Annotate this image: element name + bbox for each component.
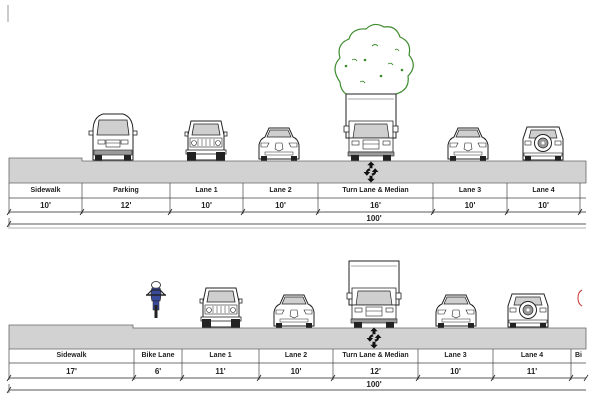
dimension-tick xyxy=(583,374,589,382)
segment-label: Lane 1 xyxy=(195,187,217,194)
dimension-tick xyxy=(490,374,496,382)
dimension-tick xyxy=(179,374,185,382)
segment-label: Lane 1 xyxy=(209,352,231,359)
section-bottom: Sidewalk 17' Bike Lane 6' Lane 1 11' Lane 2 10'… xyxy=(6,260,589,394)
sedan-icon xyxy=(258,127,300,162)
segment-label: Lane 3 xyxy=(459,187,481,194)
suv-icon xyxy=(507,293,549,329)
segment-width: 10' xyxy=(275,201,286,210)
dimension-tick xyxy=(315,208,321,216)
segment-width: 11' xyxy=(527,367,537,376)
segment-label: Turn Lane & Median xyxy=(342,187,408,194)
segment-width: 10' xyxy=(201,201,212,210)
segment-width: 10' xyxy=(291,367,302,376)
dimension-tick xyxy=(504,208,510,216)
cyclist-icon xyxy=(145,280,167,319)
segment-width: 16' xyxy=(370,201,381,210)
suv-icon xyxy=(522,126,564,162)
cropped-vehicle xyxy=(577,289,583,307)
segment-width: 10' xyxy=(538,201,549,210)
segment-width: 10' xyxy=(40,201,51,210)
dimension-tick xyxy=(415,374,421,382)
dimension-tick xyxy=(577,208,583,216)
segment-width: 6' xyxy=(155,367,161,376)
segment-label: Lane 3 xyxy=(444,352,466,359)
dimension-tick xyxy=(131,374,137,382)
segment-label: Sidewalk xyxy=(57,352,87,359)
dimension-tick xyxy=(167,208,173,216)
total-width: 100' xyxy=(366,380,381,389)
segment-width: 12' xyxy=(121,201,132,210)
box-truck-icon xyxy=(346,260,402,329)
jeep-icon xyxy=(199,287,243,329)
van-icon xyxy=(88,113,138,162)
segment-table: Sidewalk 17' Bike Lane 6' Lane 1 11' Lane 2 10'… xyxy=(6,349,589,394)
segment-width: 17' xyxy=(66,367,77,376)
dimension-tick xyxy=(79,208,85,216)
sedan-icon xyxy=(273,294,315,329)
sedan-icon xyxy=(447,127,489,162)
segment-label: Lane 2 xyxy=(285,352,307,359)
segment-width: 10' xyxy=(465,201,476,210)
sedan-icon xyxy=(435,294,477,329)
segment-width: 11' xyxy=(215,367,225,376)
box-truck-icon xyxy=(343,93,399,162)
segment-label: Sidewalk xyxy=(31,187,61,194)
section-top: Sidewalk 10' Parking 12' Lane 1 10' Lane 2 10' T… xyxy=(6,5,587,228)
dimension-tick xyxy=(6,374,12,382)
segment-width: 12' xyxy=(370,367,381,376)
segment-label: Bi xyxy=(575,352,582,359)
segment-label: Turn Lane & Median xyxy=(342,352,408,359)
segment-width: 10' xyxy=(450,367,461,376)
segment-label: Lane 4 xyxy=(521,352,543,359)
dimension-tick xyxy=(256,374,262,382)
dimension-tick xyxy=(330,374,336,382)
street-surface xyxy=(8,324,587,350)
segment-label: Lane 4 xyxy=(532,187,554,194)
dimension-tick xyxy=(6,208,12,216)
total-width: 100' xyxy=(366,214,381,223)
dimension-tick xyxy=(430,208,436,216)
segment-table: Sidewalk 10' Parking 12' Lane 1 10' Lane 2 10' T… xyxy=(6,183,586,228)
segment-label: Lane 2 xyxy=(269,187,291,194)
street-surface xyxy=(8,157,587,184)
dimension-tick xyxy=(240,208,246,216)
jeep-icon xyxy=(184,120,228,162)
segment-label: Parking xyxy=(113,187,139,194)
dimension-tick xyxy=(568,374,574,382)
segment-label: Bike Lane xyxy=(141,352,174,359)
